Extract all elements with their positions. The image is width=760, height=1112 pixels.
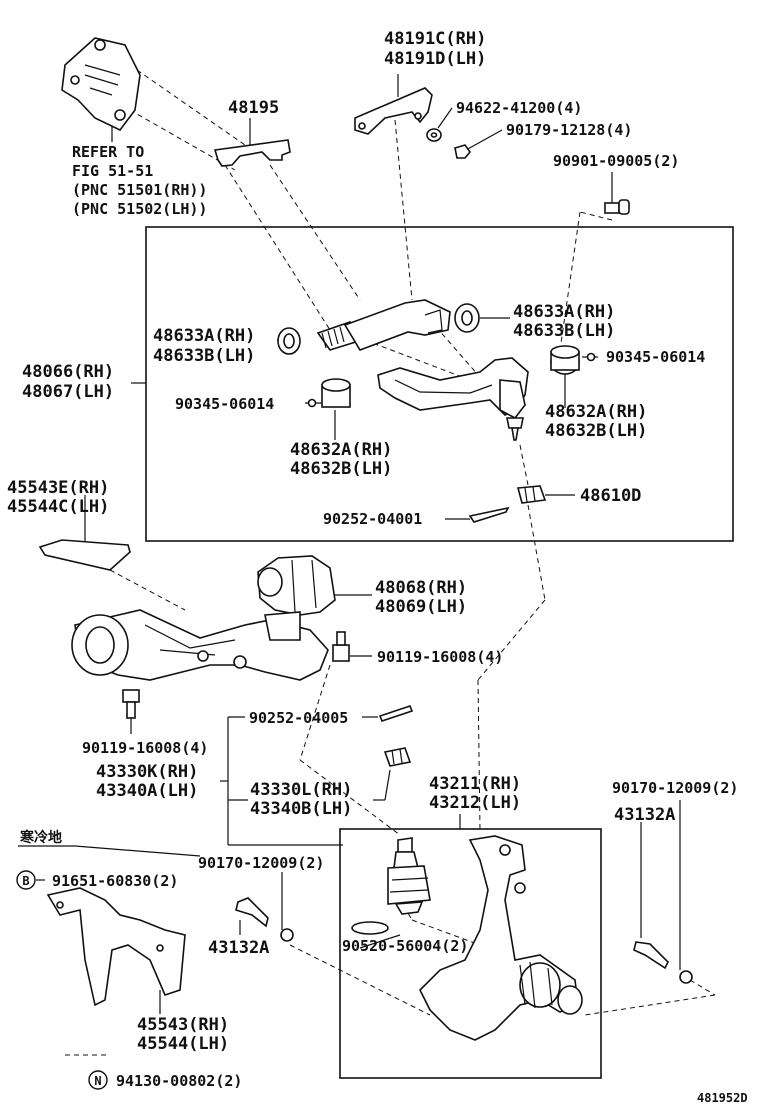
- nut-90179-shape: [454, 144, 472, 159]
- grease-fitting-90901-shape: [604, 199, 630, 215]
- label-43340b: 43340B(LH): [250, 799, 352, 819]
- upper-arm-shaft-shape: [277, 299, 480, 355]
- label-48632a-left: 48632A(RH): [290, 440, 392, 460]
- label-90520: 90520-56004(2): [342, 937, 468, 955]
- label-90901: 90901-09005(2): [553, 152, 679, 170]
- refer-line-1: REFER TO: [72, 143, 144, 161]
- label-48632b-right: 48632B(LH): [545, 421, 647, 441]
- cotter-pin-b-shape: [378, 705, 414, 722]
- label-90252-04001: 90252-04001: [323, 510, 422, 528]
- bolt-43132a-left-shape: [235, 897, 269, 928]
- label-91651: 91651-60830(2): [52, 872, 178, 890]
- refer-line-2: FIG 51-51: [72, 162, 153, 180]
- bolt-90119-left-shape: [122, 689, 140, 719]
- upper-arm-assembly-box: [145, 226, 734, 542]
- label-48633b-right: 48633B(LH): [513, 321, 615, 341]
- ball-joint-shape: [387, 837, 431, 915]
- label-43330k: 43330K(RH): [96, 762, 198, 782]
- knuckle-assembly-box: [339, 828, 602, 1079]
- label-43132a-left: 43132A: [208, 938, 269, 958]
- label-48195: 48195: [228, 98, 279, 118]
- bracket-48068-shape: [257, 555, 336, 641]
- bolt-43132a-right-shape: [633, 941, 669, 970]
- label-45544: 45544(LH): [137, 1034, 229, 1054]
- lower-arm-shape: [71, 609, 329, 681]
- label-48633a-left: 48633A(RH): [153, 326, 255, 346]
- label-48632b-left: 48632B(LH): [290, 459, 392, 479]
- snap-ring-shape: [351, 921, 389, 935]
- figure-id: 481952D: [697, 1091, 748, 1105]
- badge-b: B: [16, 870, 36, 890]
- label-90119-right: 90119-16008(4): [377, 648, 503, 666]
- upper-control-arm-shape: [377, 357, 529, 441]
- label-48066: 48066(RH): [22, 362, 114, 382]
- label-48069: 48069(LH): [375, 597, 467, 617]
- label-43340a: 43340A(LH): [96, 781, 198, 801]
- washer-94622-shape: [426, 128, 442, 142]
- label-43212: 43212(LH): [429, 793, 521, 813]
- label-48633a-right: 48633A(RH): [513, 302, 615, 322]
- label-90345-left: 90345-06014: [175, 395, 274, 413]
- label-48067: 48067(LH): [22, 382, 114, 402]
- steering-knuckle-shape: [419, 835, 583, 1041]
- svg-text:N: N: [94, 1074, 101, 1088]
- label-43211: 43211(RH): [429, 774, 521, 794]
- refer-line-4: (PNC 51502(LH)): [72, 200, 207, 218]
- bolt-90119-right-shape: [332, 631, 350, 662]
- label-45544c: 45544C(LH): [7, 497, 109, 517]
- washer-90170-right-shape: [679, 970, 693, 984]
- label-45543: 45543(RH): [137, 1015, 229, 1035]
- label-94130: 94130-00802(2): [116, 1072, 242, 1090]
- bracket-48191-shape: [354, 87, 433, 135]
- label-48610d: 48610D: [580, 486, 641, 506]
- nut-43330l-shape: [383, 747, 412, 767]
- label-94622: 94622-41200(4): [456, 99, 582, 117]
- washer-90170-left-shape: [280, 928, 294, 942]
- svg-text:B: B: [22, 874, 29, 888]
- splash-guard-45543-shape: [46, 887, 186, 1007]
- castle-nut-48610-shape: [516, 485, 547, 504]
- label-48191d: 48191D(LH): [384, 49, 486, 69]
- label-90170-left: 90170-12009(2): [198, 854, 324, 872]
- refer-line-3: (PNC 51501(RH)): [72, 181, 207, 199]
- frame-bracket-shape: [61, 37, 141, 132]
- label-90170-right: 90170-12009(2): [612, 779, 738, 797]
- label-43330l: 43330L(RH): [250, 780, 352, 800]
- label-48633b-left: 48633B(LH): [153, 346, 255, 366]
- label-90119-left: 90119-16008(4): [82, 739, 208, 757]
- label-90179: 90179-12128(4): [506, 121, 632, 139]
- cotter-pin-a-shape: [468, 506, 510, 523]
- plate-48195-shape: [213, 139, 291, 167]
- bushing-48632-right-shape: [550, 345, 596, 375]
- label-48068: 48068(RH): [375, 578, 467, 598]
- label-48191c: 48191C(RH): [384, 29, 486, 49]
- label-48632a-right: 48632A(RH): [545, 402, 647, 422]
- bushing-48632-left-shape: [307, 378, 351, 408]
- badge-n: N: [88, 1070, 108, 1090]
- label-90345-right: 90345-06014: [606, 348, 705, 366]
- label-90252-04005: 90252-04005: [249, 709, 348, 727]
- label-cold-region: 寒冷地: [20, 829, 62, 846]
- label-43132a-right: 43132A: [614, 805, 675, 825]
- shield-45543e-shape: [38, 539, 131, 571]
- label-45543e: 45543E(RH): [7, 478, 109, 498]
